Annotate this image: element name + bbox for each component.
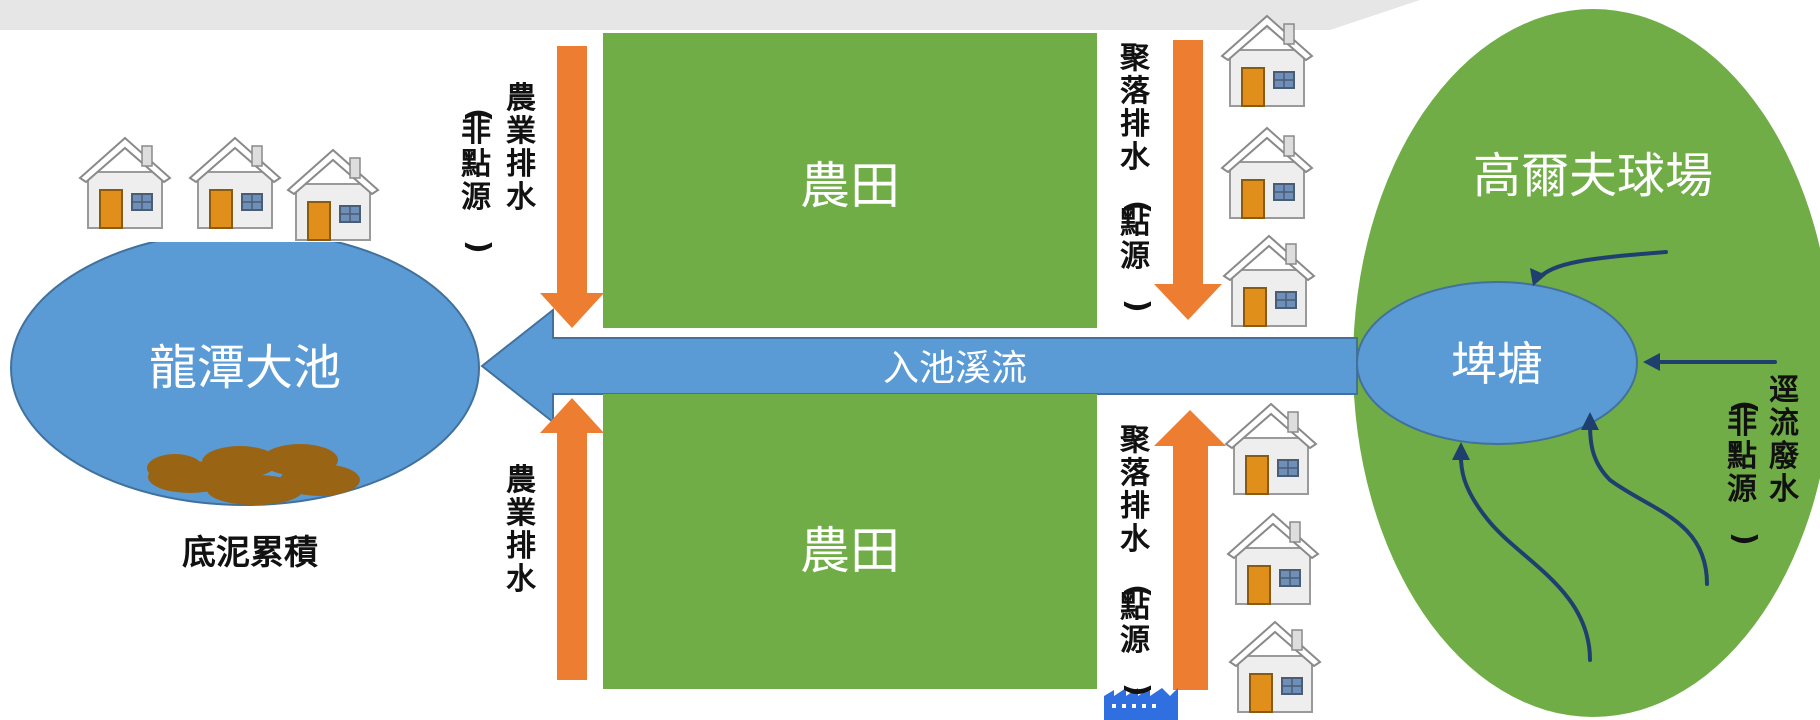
agri-drain-bottom-arrow — [540, 398, 604, 680]
farmland-bottom-label: 農田 — [800, 522, 900, 580]
runoff-label: 逕流廢水 — [1769, 373, 1800, 507]
arrowhead-icon — [1452, 442, 1470, 460]
house-icon — [1229, 621, 1321, 713]
arrowhead-icon — [1643, 353, 1660, 371]
agri-drain-top-arrow — [540, 46, 604, 328]
village-drain-top-label: 聚落排水 — [1119, 41, 1151, 175]
house-icon — [1227, 513, 1319, 605]
runoff-curve-right — [1588, 416, 1709, 586]
village-drain-bottom-source: (點源) — [1120, 584, 1155, 697]
sediment-deposit — [147, 444, 360, 505]
houses-pond — [78, 132, 388, 242]
stream-label: 入池溪流 — [883, 348, 1027, 389]
arrowhead-icon — [1581, 412, 1599, 430]
village-drain-top-arrow — [1154, 40, 1222, 320]
house-icon — [1225, 403, 1317, 495]
house-icon — [1223, 235, 1315, 327]
village-drain-bottom-label: 聚落排水 — [1119, 423, 1151, 557]
arrowhead-icon — [1530, 268, 1546, 286]
factory-icon — [1104, 688, 1178, 720]
runoff-source: (非點源) — [1727, 400, 1762, 546]
village-drain-bottom-arrow — [1154, 410, 1226, 690]
farmland-top-label: 農田 — [800, 157, 900, 215]
houses-village-top — [1221, 15, 1315, 327]
farmland-top — [603, 33, 1097, 328]
agri-drain-top-label: 農業排水 — [506, 81, 537, 215]
agri-drain-bottom-label: 農業排水 — [506, 463, 537, 597]
sediment-label: 底泥累積 — [182, 533, 318, 573]
village-drain-top-source: (點源) — [1120, 200, 1155, 313]
reservoir-label: 埤塘 — [1451, 337, 1543, 391]
golf-course-label: 高爾夫球場 — [1473, 148, 1713, 204]
house-icon — [1221, 127, 1313, 219]
houses-village-bottom — [1225, 403, 1321, 713]
runoff-curve-left — [1458, 446, 1592, 662]
top-banner — [0, 0, 1420, 30]
pond-label: 龍潭大池 — [149, 340, 341, 396]
agri-drain-top-source: (非點源) — [461, 108, 496, 254]
reservoir — [1356, 281, 1638, 445]
farmland-bottom — [603, 394, 1097, 689]
